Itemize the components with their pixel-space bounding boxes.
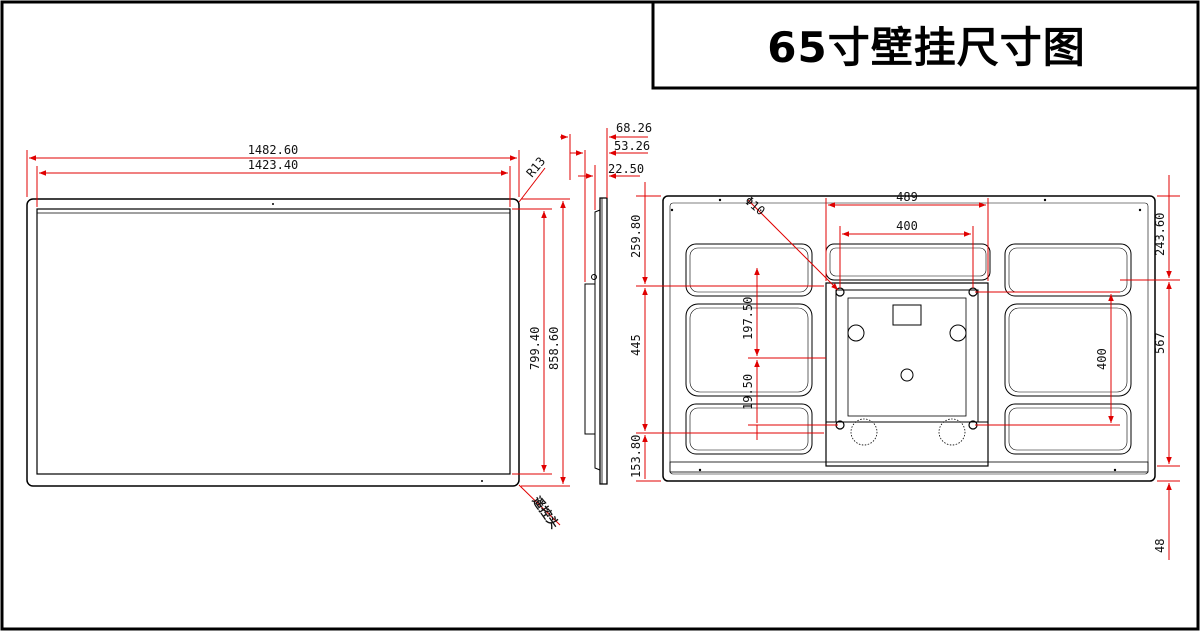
hole-diameter-label: Φ10 [742, 194, 768, 219]
side-profile [599, 197, 608, 485]
inner-lower-label: 19.50 [741, 374, 755, 410]
title-box-border [651, 2, 1198, 90]
front-width-inner-label: 1423.40 [248, 158, 299, 172]
back-outer-frame [662, 195, 1156, 482]
remote-receiver-label: 遥控头 [530, 493, 563, 531]
page-title: 65寸壁挂尺寸图 [767, 22, 1086, 72]
front-height-inner-label: 799.40 [528, 327, 542, 370]
back-view: Φ10 489 400 259.80 445 153.80 197.50 19.… [629, 175, 1180, 560]
vesa-horizontal-label: 400 [896, 219, 918, 233]
inner-upper-label: 197.50 [741, 297, 755, 340]
mount-bracket [825, 282, 989, 467]
corner-radius-label: R13 [524, 154, 549, 180]
side-depth-thin-label: 22.50 [608, 162, 644, 176]
vesa-vertical-label: 400 [1095, 348, 1109, 370]
back-left-mid-label: 445 [629, 334, 643, 356]
back-right-top-label: 243.60 [1153, 213, 1167, 256]
side-depth-body-label: 53.26 [614, 139, 650, 153]
front-width-outer-label: 1482.60 [248, 143, 299, 157]
back-left-top-label: 259.80 [629, 215, 643, 258]
back-top-span-label: 489 [896, 190, 918, 204]
side-depth-total-label: 68.26 [616, 121, 652, 135]
back-right-bottom-label: 48 [1153, 539, 1167, 553]
front-screen [36, 208, 511, 475]
front-view: 1482.60 1423.40 R13 799.40 858.60 遥控头 [26, 143, 570, 531]
title-box: 65寸壁挂尺寸图 [653, 0, 1200, 88]
back-left-bottom-label: 153.80 [629, 435, 643, 478]
side-view: 68.26 53.26 22.50 [560, 121, 652, 485]
front-height-outer-label: 858.60 [547, 327, 561, 370]
front-outer-frame [26, 198, 520, 487]
back-right-mid-label: 567 [1153, 332, 1167, 354]
